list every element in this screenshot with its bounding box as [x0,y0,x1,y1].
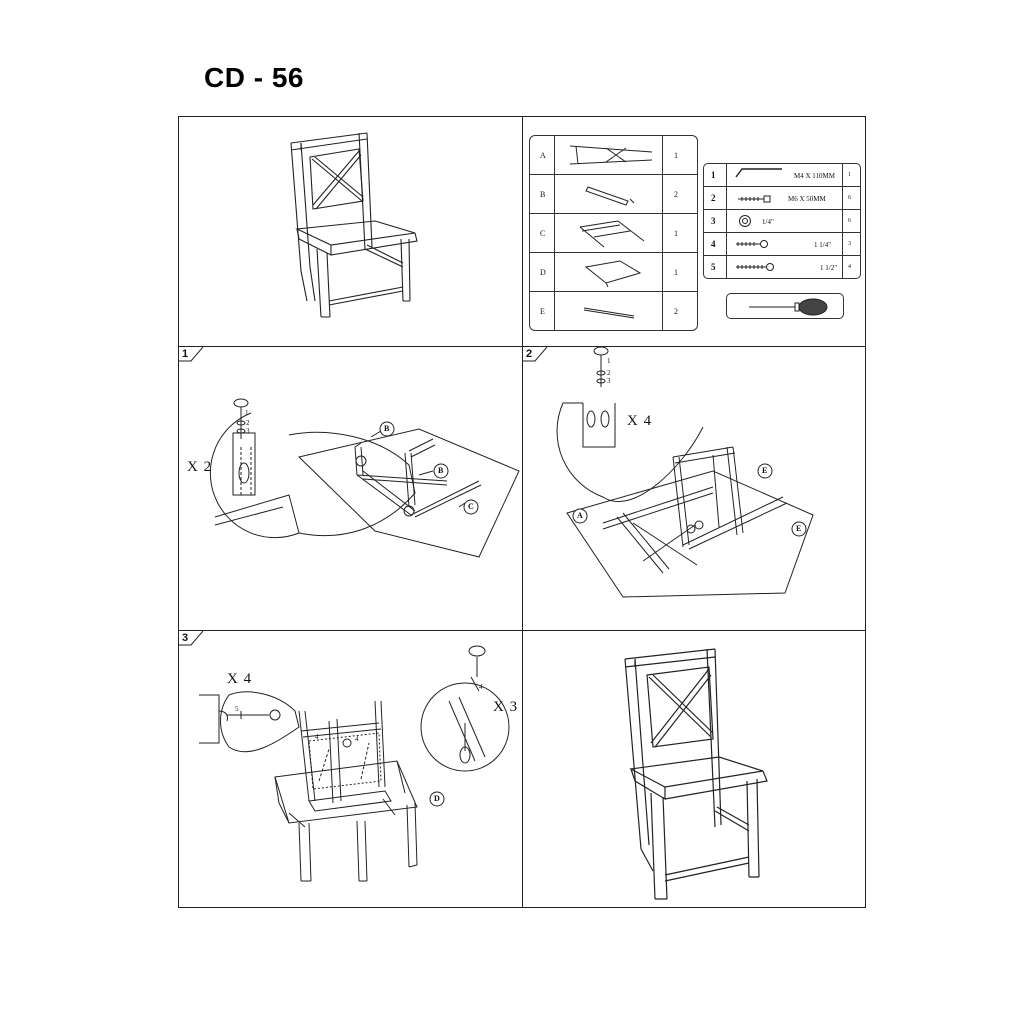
step-corner-2 [523,347,548,362]
step-2-diagram [556,346,814,598]
multiplier-label: X 2 [187,459,213,475]
grid-divider-1 [179,346,865,347]
table-row: 3 1/4" 6 [704,210,860,233]
long-wood-screw-icon [736,263,774,271]
callout-d: D [434,794,440,803]
parts-table: A 1 B 2 C 1 [529,135,698,331]
assembled-chair-illustration [624,648,768,900]
panel-step-3: 3 X 4 X 3 [179,631,522,909]
multiplier-label: X 4 [627,413,653,429]
chair-illustration [290,132,418,318]
table-row: D 1 [530,253,697,292]
table-row: 2 M6 X 50MM 6 [704,187,860,210]
part-e-stretcher-icon [583,307,635,319]
panel-step-2: 2 X 4 [523,346,867,630]
callout-e: E [796,524,802,533]
table-row: B 2 [530,175,697,214]
panel-step-1: 1 X 2 [179,347,522,630]
table-row: 1 M4 X 110MM 1 [704,164,860,187]
table-row: C 1 [530,214,697,253]
callout-e: E [762,466,768,475]
hardware-table: 1 M4 X 110MM 1 2 M6 X 50MM 6 3 [703,163,861,279]
grid-divider-2 [179,630,865,631]
callout-c: C [468,502,474,511]
part-c-leg-frame-icon [579,220,645,248]
grid-divider-vertical [522,117,523,907]
table-row: E 2 [530,292,697,331]
screwdriver-icon [749,298,828,316]
table-row: 4 1 1/4" 3 [704,233,860,256]
step-number: 3 [182,632,189,644]
instruction-grid: A 1 B 2 C 1 [178,116,866,908]
multiplier-label-right: X 3 [493,699,519,715]
washer-icon [739,215,751,227]
wood-screw-icon [736,240,768,248]
step-1-diagram [209,398,520,558]
multiplier-label-left: X 4 [227,671,253,687]
step-corner-3 [179,631,204,646]
panel-chair-overview [179,117,522,346]
part-b-rail-icon [585,186,635,206]
part-d-seat-icon [584,260,642,288]
allen-key-icon [735,168,782,178]
step-number: 1 [182,348,189,360]
step-number: 2 [526,348,533,360]
bolt-icon [738,195,771,203]
callout-b: B [384,424,390,433]
document-title: CD - 56 [204,62,304,93]
table-row: A 1 [530,136,697,175]
step-3-diagram [199,645,510,882]
part-a-back-frame-icon [569,145,653,165]
tool-box [726,293,844,319]
panel-final-chair [523,631,867,909]
callout-b: B [438,466,444,475]
table-row: 5 1 1/2" 4 [704,256,860,279]
step-corner-1 [179,347,204,362]
callout-a: A [577,511,583,520]
panel-parts-list: A 1 B 2 C 1 [523,117,867,346]
